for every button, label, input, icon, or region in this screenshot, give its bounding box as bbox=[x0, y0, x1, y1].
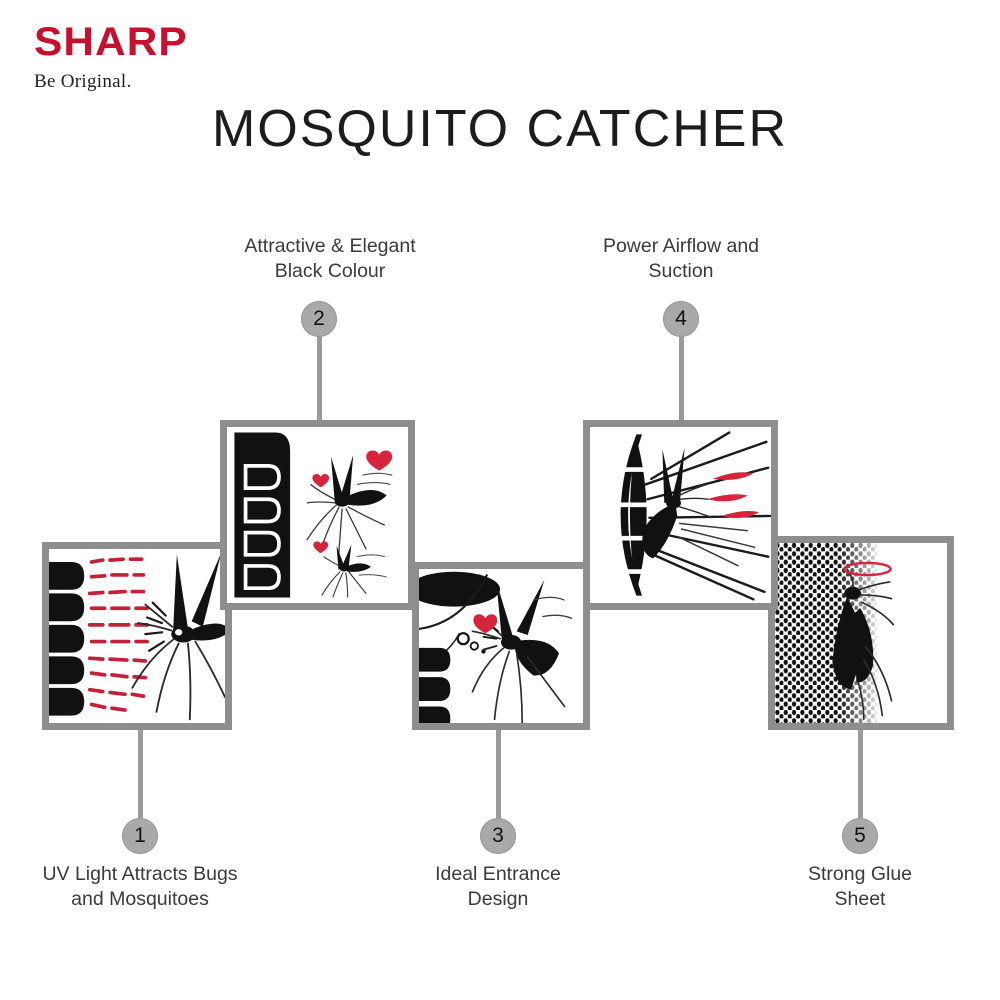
badge-feature-1[interactable]: 1 bbox=[122, 818, 158, 854]
caption-feature-5-line2: Sheet bbox=[834, 888, 886, 910]
caption-feature-3-line1: Ideal Entrance bbox=[435, 863, 561, 885]
panel-feature-1-illustration bbox=[49, 549, 225, 723]
caption-feature-4-line2: Suction bbox=[648, 260, 714, 282]
connector-stem-2 bbox=[317, 336, 322, 420]
panel-feature-1[interactable] bbox=[42, 542, 232, 730]
caption-feature-5-line1: Strong Glue bbox=[807, 863, 913, 885]
panel-feature-3[interactable] bbox=[412, 562, 590, 730]
caption-feature-5: Strong Glue Sheet bbox=[760, 862, 960, 912]
panel-feature-3-illustration bbox=[419, 569, 583, 723]
connector-stem-1 bbox=[138, 730, 143, 820]
connector-stem-3 bbox=[496, 730, 501, 820]
connector-stem-5 bbox=[858, 730, 863, 820]
caption-feature-4-line1: Power Airflow and bbox=[602, 235, 760, 257]
caption-feature-2-line2: Black Colour bbox=[274, 260, 386, 282]
caption-feature-1: UV Light Attracts Bugs and Mosquitoes bbox=[15, 862, 265, 912]
panel-feature-2-illustration bbox=[227, 427, 408, 603]
page-title: MOSQUITO CATCHER bbox=[211, 100, 789, 158]
caption-feature-2: Attractive & Elegant Black Colour bbox=[205, 234, 455, 284]
panel-feature-2[interactable] bbox=[220, 420, 415, 610]
brand-block: SHARP Be Original. bbox=[34, 22, 294, 93]
badge-feature-3[interactable]: 3 bbox=[480, 818, 516, 854]
badge-feature-5[interactable]: 5 bbox=[842, 818, 878, 854]
badge-feature-2[interactable]: 2 bbox=[301, 301, 337, 337]
panel-feature-5[interactable] bbox=[768, 536, 954, 730]
caption-feature-3: Ideal Entrance Design bbox=[398, 862, 598, 912]
badge-feature-4[interactable]: 4 bbox=[663, 301, 699, 337]
caption-feature-3-line2: Design bbox=[467, 888, 529, 910]
sharp-logo: SHARP bbox=[34, 20, 188, 64]
caption-feature-2-line1: Attractive & Elegant bbox=[244, 235, 416, 257]
caption-feature-4: Power Airflow and Suction bbox=[566, 234, 796, 284]
caption-feature-1-line1: UV Light Attracts Bugs bbox=[42, 863, 238, 885]
panel-feature-4[interactable] bbox=[583, 420, 778, 610]
panel-feature-4-illustration bbox=[590, 427, 771, 603]
caption-feature-1-line2: and Mosquitoes bbox=[71, 888, 209, 910]
panel-feature-5-illustration bbox=[775, 543, 947, 723]
brand-tagline: Be Original. bbox=[34, 71, 132, 92]
connector-stem-4 bbox=[679, 336, 684, 420]
